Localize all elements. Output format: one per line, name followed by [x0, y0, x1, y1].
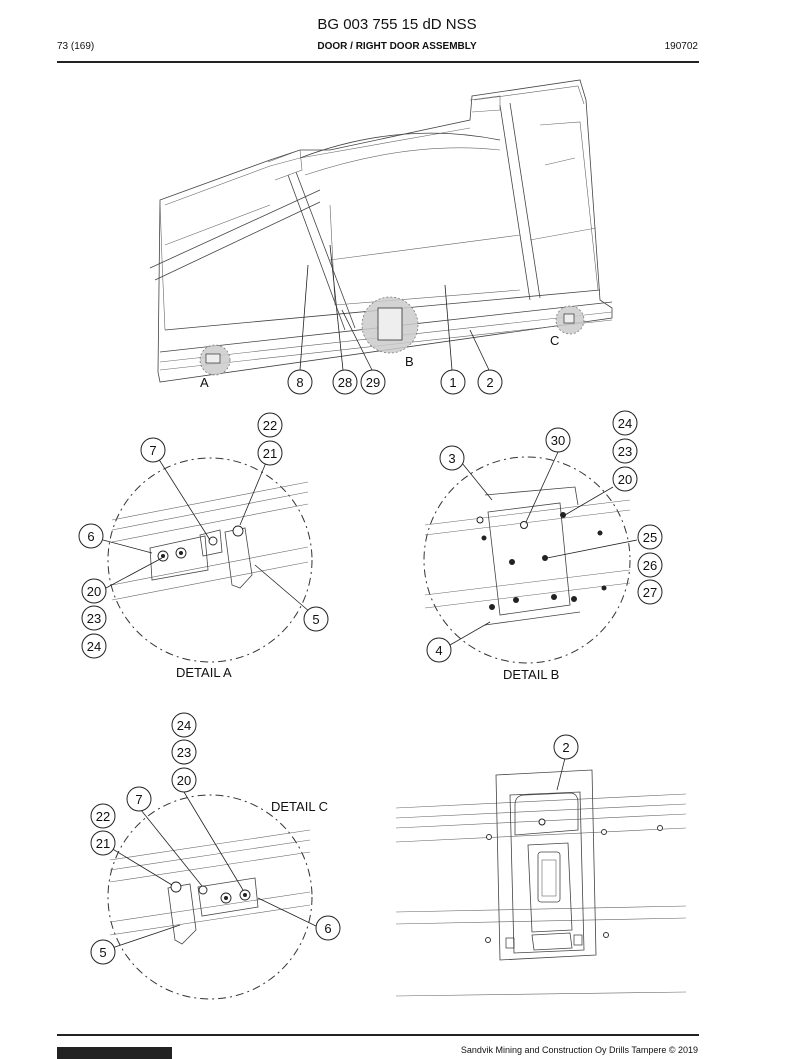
callout-c-22: 22 [90, 803, 116, 829]
header-rule [57, 61, 699, 63]
svg-text:21: 21 [263, 446, 277, 461]
callout-main-8: 8 [287, 369, 313, 395]
document-title: BG 003 755 15 dD NSS [317, 16, 477, 33]
svg-text:1: 1 [449, 375, 456, 390]
callout-c-20: 20 [171, 767, 197, 793]
hinge-bracket-view: 2 [395, 734, 687, 997]
callout-b-23: 23 [612, 438, 638, 464]
svg-text:7: 7 [135, 792, 142, 807]
svg-text:24: 24 [618, 416, 632, 431]
svg-text:2: 2 [486, 375, 493, 390]
svg-text:25: 25 [643, 530, 657, 545]
callout-a-22: 22 [257, 412, 283, 438]
detail-b-view: DETAIL B 24 23 20 30 3 25 26 27 4 [423, 410, 663, 682]
svg-text:23: 23 [618, 444, 632, 459]
detail-c-view: DETAIL C 24 23 20 7 22 21 6 5 [90, 712, 341, 1000]
svg-text:4: 4 [435, 643, 442, 658]
callout-b-4: 4 [426, 637, 452, 663]
svg-text:30: 30 [551, 433, 565, 448]
svg-text:26: 26 [643, 558, 657, 573]
footer-rule [57, 1034, 699, 1036]
detail-b-title: DETAIL B [503, 667, 559, 682]
callout-part-2: 2 [553, 734, 579, 760]
svg-text:23: 23 [177, 745, 191, 760]
callout-main-2: 2 [477, 369, 503, 395]
svg-text:20: 20 [177, 773, 191, 788]
callout-c-24: 24 [171, 712, 197, 738]
callout-b-3: 3 [439, 445, 465, 471]
callout-a-5: 5 [303, 606, 329, 632]
callout-c-21: 21 [90, 830, 116, 856]
callout-c-5: 5 [90, 939, 116, 965]
callout-b-26: 26 [637, 552, 663, 578]
svg-text:3: 3 [448, 451, 455, 466]
page-number: 73 (169) [57, 41, 95, 52]
callout-b-30: 30 [545, 427, 571, 453]
svg-text:5: 5 [312, 612, 319, 627]
svg-text:24: 24 [87, 639, 101, 654]
callout-c-23: 23 [171, 739, 197, 765]
company-logo [57, 1047, 172, 1059]
svg-text:5: 5 [99, 945, 106, 960]
callout-a-23: 23 [81, 605, 107, 631]
svg-text:6: 6 [87, 529, 94, 544]
svg-text:7: 7 [149, 443, 156, 458]
svg-text:8: 8 [296, 375, 303, 390]
svg-text:20: 20 [618, 472, 632, 487]
main-assembly-view: A B C 8 28 29 1 2 [149, 79, 613, 395]
svg-text:29: 29 [366, 375, 380, 390]
callout-c-7: 7 [126, 786, 152, 812]
svg-text:22: 22 [96, 809, 110, 824]
detail-mark-b: B [405, 354, 414, 369]
callout-a-21: 21 [257, 440, 283, 466]
detail-c-title: DETAIL C [271, 799, 328, 814]
section-title: DOOR / RIGHT DOOR ASSEMBLY [317, 41, 477, 52]
detail-a-title: DETAIL A [176, 665, 232, 680]
footer-copyright: Sandvik Mining and Construction Oy Drill… [460, 1045, 698, 1055]
callout-c-6: 6 [315, 915, 341, 941]
svg-text:20: 20 [87, 584, 101, 599]
svg-text:2: 2 [562, 740, 569, 755]
document-code: 190702 [664, 41, 698, 52]
svg-text:23: 23 [87, 611, 101, 626]
svg-text:22: 22 [263, 418, 277, 433]
detail-a-view: DETAIL A 22 21 7 6 20 23 24 5 [78, 412, 329, 680]
detail-mark-c: C [550, 333, 559, 348]
callout-a-20: 20 [81, 578, 107, 604]
callout-main-1: 1 [440, 369, 466, 395]
callout-b-27: 27 [637, 579, 663, 605]
callout-main-29: 29 [360, 369, 386, 395]
callout-b-24: 24 [612, 410, 638, 436]
svg-text:24: 24 [177, 718, 191, 733]
svg-text:21: 21 [96, 836, 110, 851]
callout-b-25: 25 [637, 524, 663, 550]
svg-text:6: 6 [324, 921, 331, 936]
callout-a-24: 24 [81, 633, 107, 659]
callout-a-6: 6 [78, 523, 104, 549]
callout-main-28: 28 [332, 369, 358, 395]
callout-a-7: 7 [140, 437, 166, 463]
detail-mark-a: A [200, 375, 209, 390]
svg-text:27: 27 [643, 585, 657, 600]
callout-b-20: 20 [612, 466, 638, 492]
svg-text:28: 28 [338, 375, 352, 390]
